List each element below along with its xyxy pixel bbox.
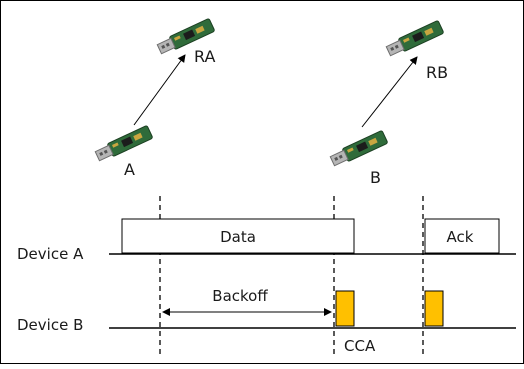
- device-b-label: Device B: [17, 316, 83, 334]
- arrow-a-to-ra: [133, 54, 186, 126]
- label-a: A: [124, 160, 135, 179]
- cca-block-1: [335, 290, 355, 327]
- label-b: B: [370, 168, 381, 187]
- usb-dongle-rb-icon: [384, 19, 445, 59]
- ack-frame-box: [424, 218, 500, 254]
- data-frame-box: [121, 218, 355, 254]
- backoff-label: Backoff: [212, 287, 268, 305]
- ack-frame-label: Ack: [447, 228, 474, 246]
- label-rb: RB: [426, 63, 448, 82]
- arrow-b-to-rb: [361, 56, 418, 128]
- cca-block-2: [424, 290, 444, 327]
- usb-dongle-a-icon: [93, 124, 154, 164]
- device-a-label: Device A: [17, 245, 84, 263]
- usb-dongle-b-icon: [328, 129, 389, 169]
- data-frame-label: Data: [220, 228, 256, 246]
- cca-label: CCA: [344, 337, 376, 355]
- label-ra: RA: [194, 47, 215, 66]
